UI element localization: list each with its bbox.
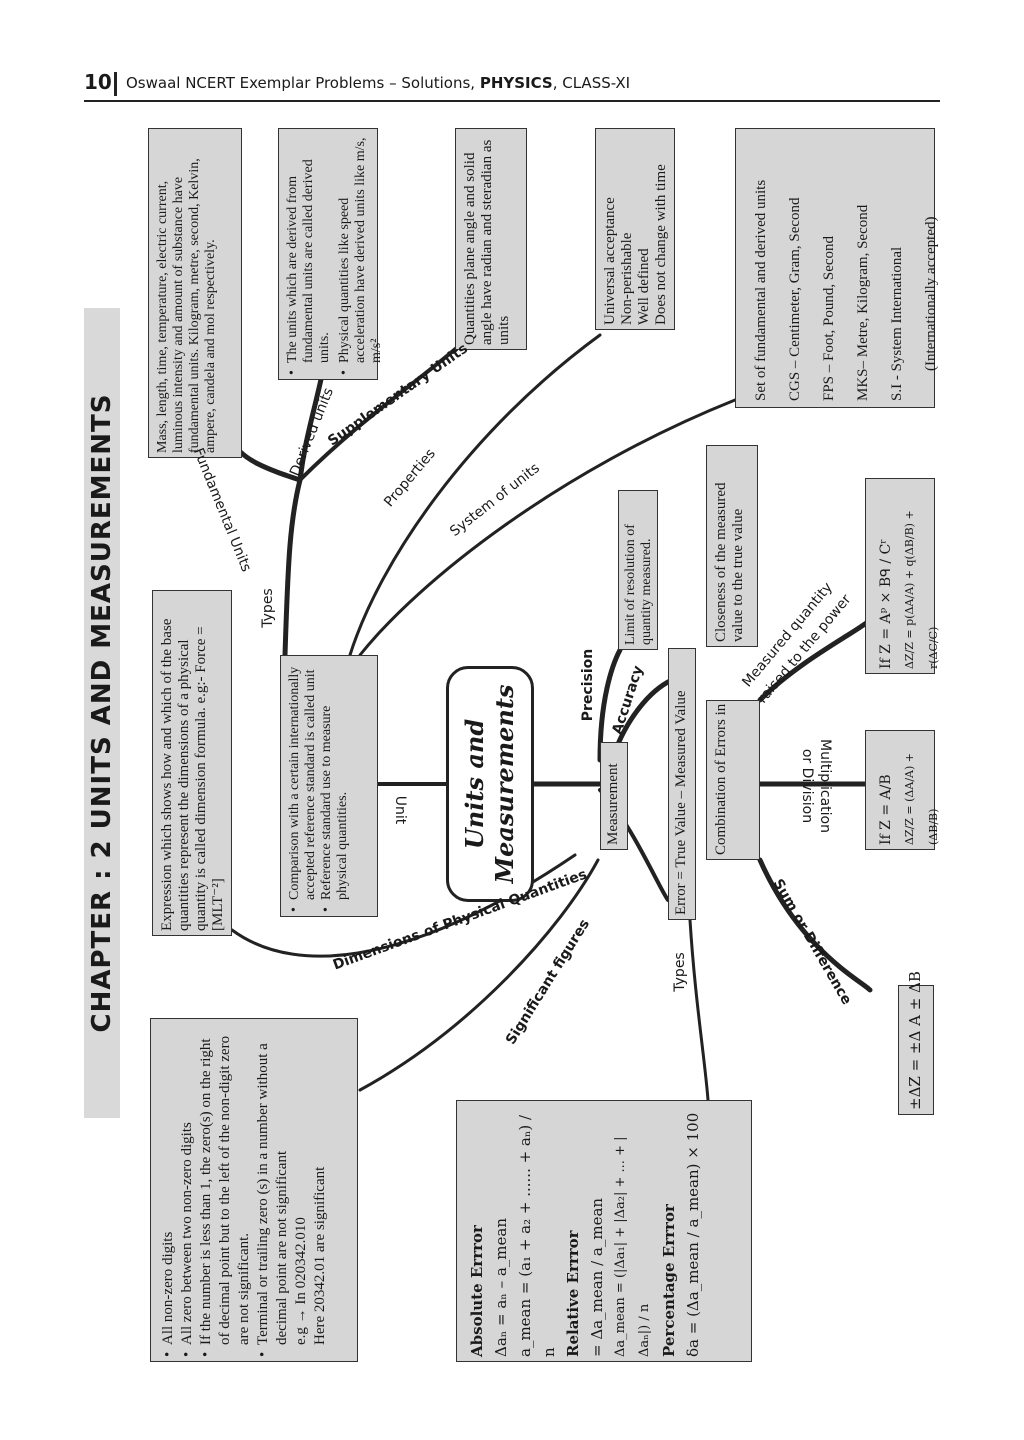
measurement-box: Measurement [600, 742, 628, 850]
supplementary-units-text: Quantities plane angle and solid angle h… [462, 139, 512, 345]
error-box: Error = True Value – Measured Value [668, 648, 696, 920]
dimensions-text: Expression which shows how and which of … [159, 618, 226, 931]
dimensions-box: Expression which shows how and which of … [152, 590, 232, 936]
sum-formula-text: ±ΔZ = ±Δ A ± ΔB [906, 971, 924, 1110]
power-formula-box: If Z = Aᵖ × Bᑫ / Cʳ ΔZ/Z = p(ΔA/A) + q(Δ… [865, 478, 940, 674]
properties-box: Universal acceptance Non-perishable Well… [595, 128, 675, 330]
label-precision: Precision [580, 648, 596, 722]
significant-figures-box: All non-zero digits All zero between two… [150, 1018, 358, 1362]
error-definition: Error = True Value – Measured Value [673, 690, 689, 915]
significant-figures-text: All non-zero digits All zero between two… [159, 1023, 330, 1357]
measurement-text: Measurement [605, 763, 621, 845]
chapter-band [84, 308, 120, 1118]
page-number: 10 [84, 70, 112, 94]
central-topic-box [446, 666, 534, 902]
unit-text: Comparison with a certain internationall… [287, 660, 351, 912]
power-formula-text: If Z = Aᵖ × Bᑫ / Cʳ ΔZ/Z = p(ΔA/A) + q(Δ… [878, 510, 940, 669]
label-types-top: Types [260, 588, 276, 628]
sum-formula-box: ±ΔZ = ±Δ A ± ΔB [898, 971, 934, 1115]
system-of-units-box: Set of fundamental and derived units CGS… [735, 128, 939, 408]
errors-text: Absolute Errror Δaₙ = aₙ – a_mean a_mean… [468, 1112, 702, 1357]
division-formula-box: If Z = A/B ΔZ/Z = (ΔA/A) + (ΔB/B) [865, 730, 940, 850]
accuracy-box: Closeness of the measured value to the t… [706, 445, 758, 647]
combination-box: Combination of Errors in [706, 700, 760, 860]
combination-text: Combination of Errors in [713, 703, 729, 855]
derived-units-text: The units which are derived from fundame… [285, 135, 385, 375]
accuracy-text: Closeness of the measured value to the t… [713, 482, 746, 642]
division-formula-text: If Z = A/B ΔZ/Z = (ΔA/A) + (ΔB/B) [878, 753, 940, 845]
unit-box: Comparison with a certain internationall… [280, 655, 378, 917]
label-unit: Unit [392, 795, 408, 825]
fundamental-units-box: Mass, length, time, temperature, electri… [148, 128, 242, 458]
fundamental-units-text: Mass, length, time, temperature, electri… [155, 158, 218, 453]
precision-box: Limit of resolution of quantity measured… [618, 490, 658, 650]
properties-text: Universal acceptance Non-perishable Well… [602, 164, 669, 325]
header-divider [114, 72, 117, 96]
supplementary-units-box: Quantities plane angle and solid angle h… [455, 128, 527, 350]
book-title: Oswaal NCERT Exemplar Problems – Solutio… [126, 74, 631, 92]
derived-units-box: The units which are derived from fundame… [278, 128, 384, 380]
label-types-bottom: Types [672, 952, 688, 992]
system-of-units-text: Set of fundamental and derived units CGS… [753, 179, 939, 401]
errors-box: Absolute Errror Δaₙ = aₙ – a_mean a_mean… [456, 1100, 752, 1362]
page-header: 10 Oswaal NCERT Exemplar Problems – Solu… [84, 70, 940, 102]
precision-text: Limit of resolution of quantity measured… [623, 524, 654, 645]
